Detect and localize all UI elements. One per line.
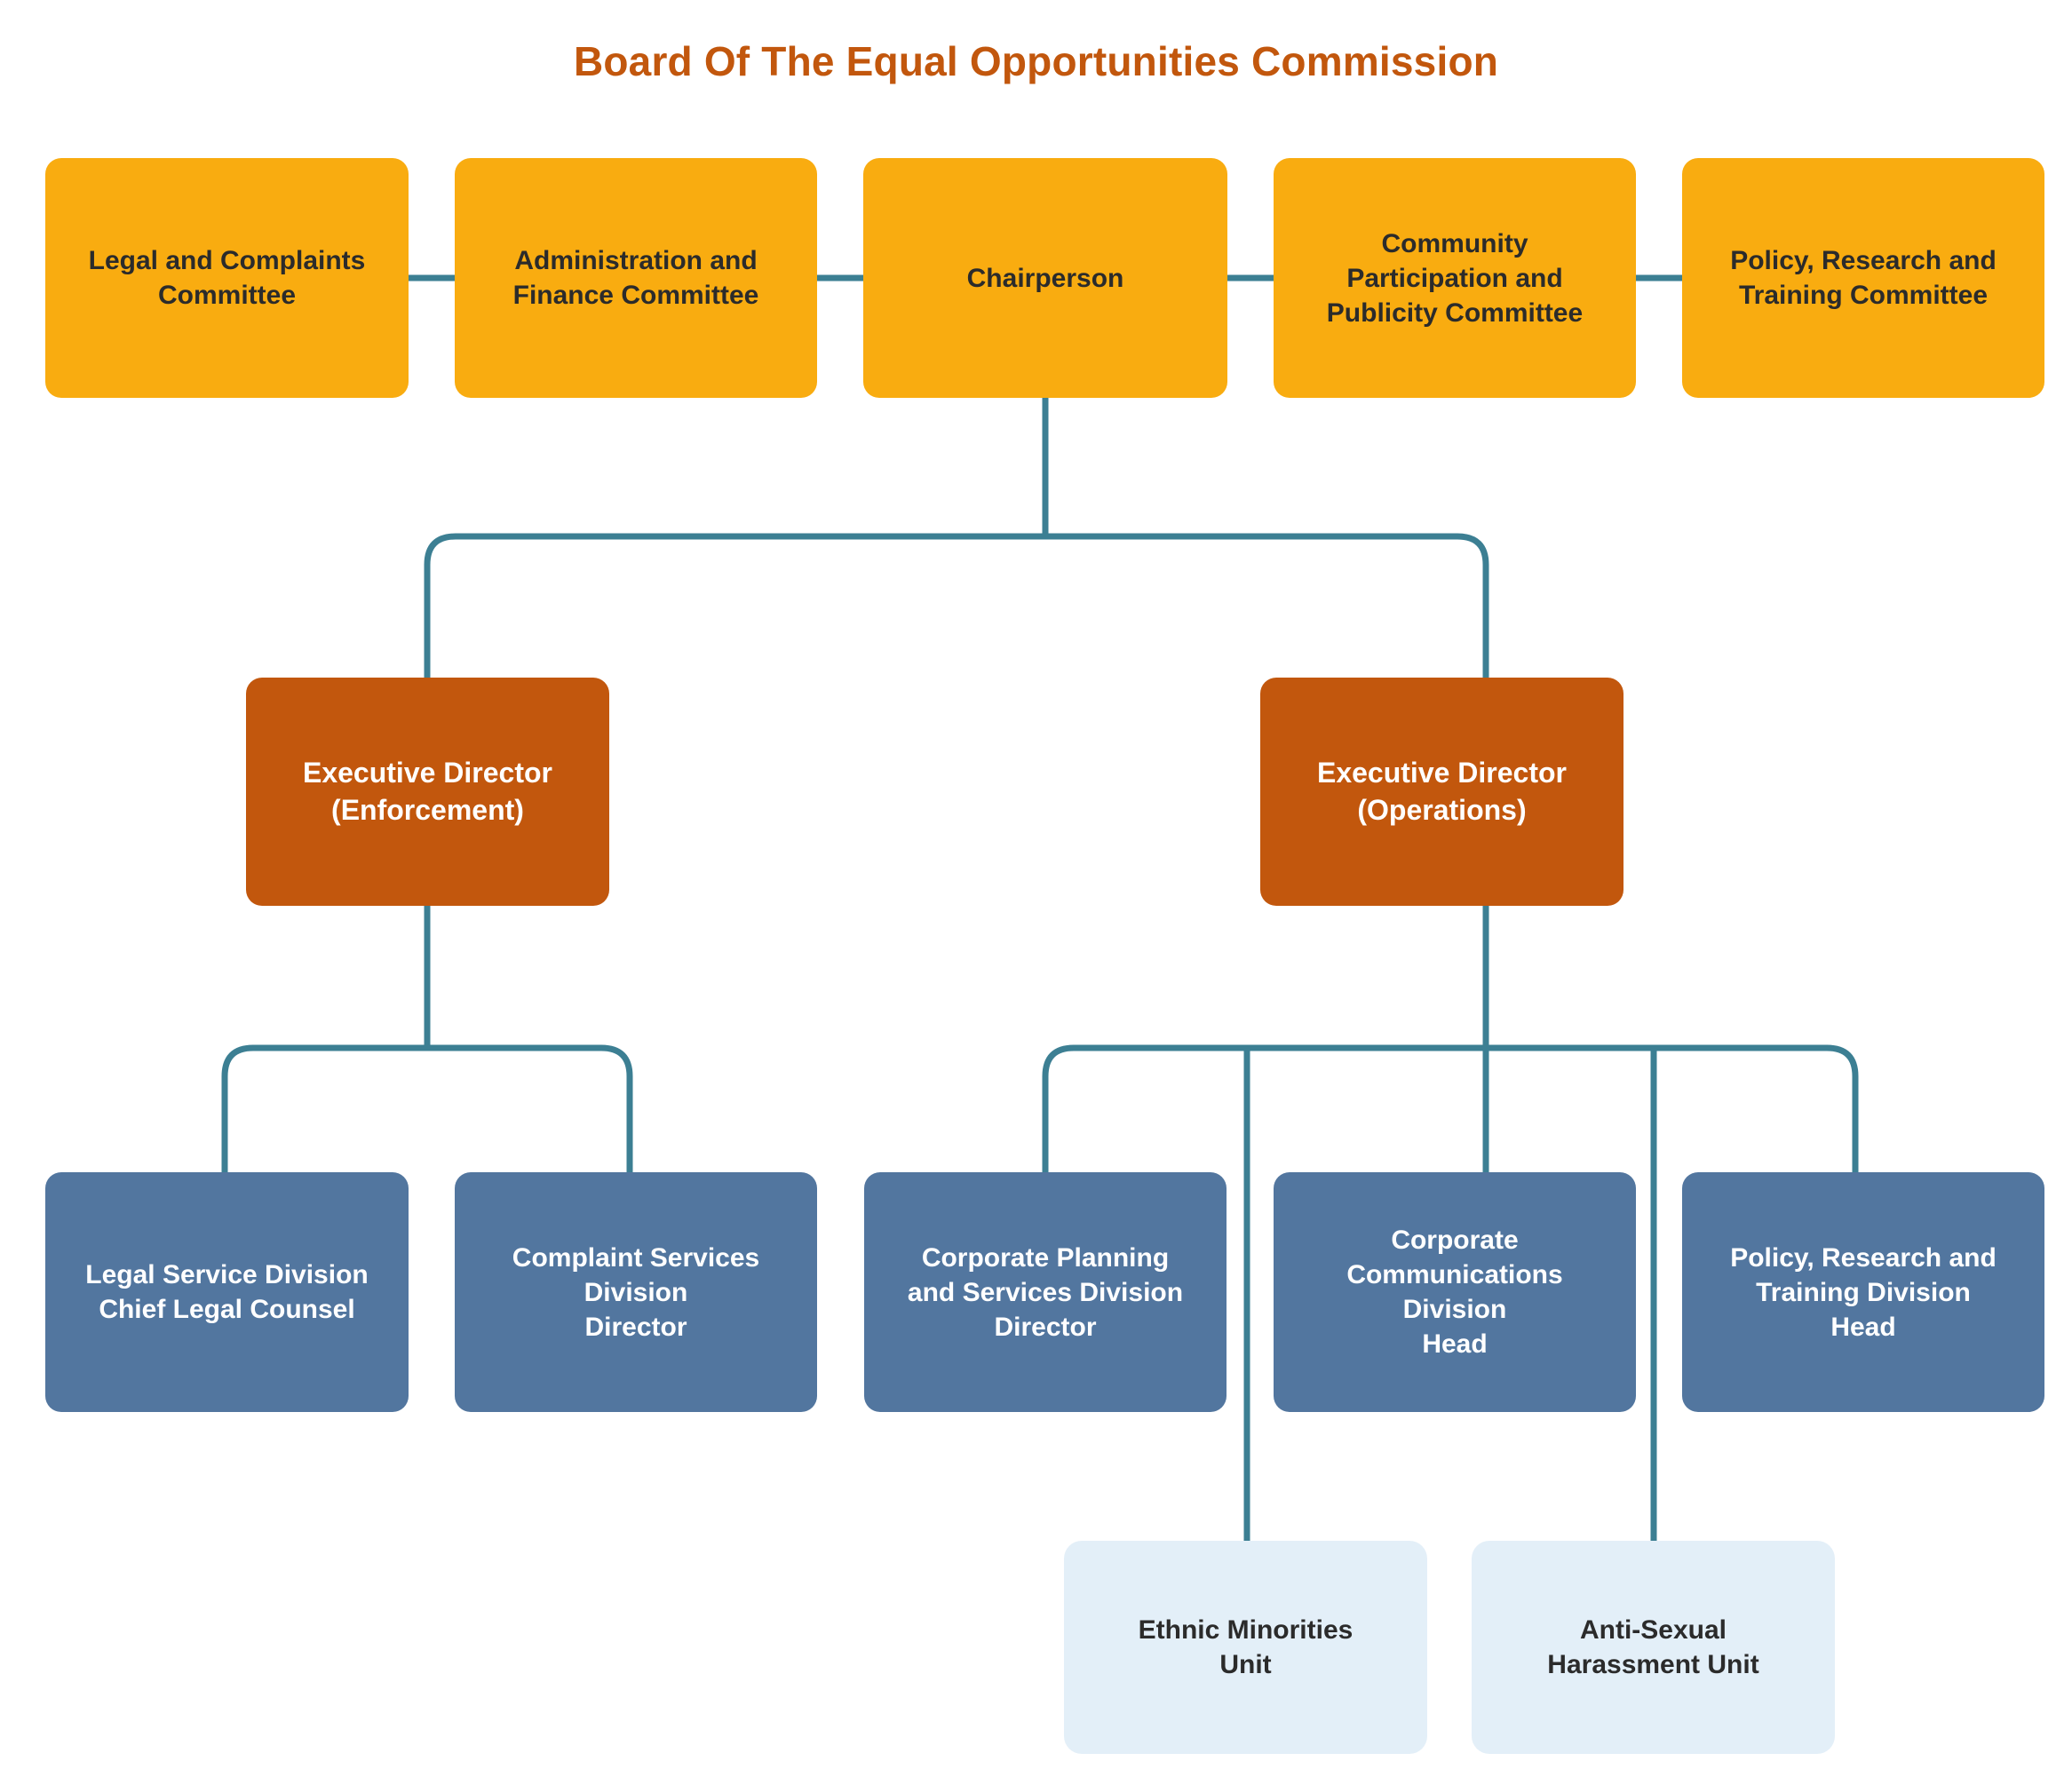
node-chairperson[interactable]: Chairperson — [863, 158, 1227, 398]
node-legal-service-division[interactable]: Legal Service Division Chief Legal Couns… — [45, 1172, 409, 1412]
node-label: Policy, Research and Training Division H… — [1730, 1242, 1997, 1342]
node-policy-research-training-committee[interactable]: Policy, Research and Training Committee — [1682, 158, 2044, 398]
node-label: Community Participation and Publicity Co… — [1326, 228, 1584, 328]
node-label: Complaint Services Division Director — [512, 1242, 760, 1342]
node-corporate-planning-services-division[interactable]: Corporate Planning and Services Division… — [864, 1172, 1227, 1412]
node-complaint-services-division[interactable]: Complaint Services Division Director — [455, 1172, 817, 1412]
node-anti-sexual-harassment-unit[interactable]: Anti-Sexual Harassment Unit — [1472, 1541, 1835, 1754]
node-ethnic-minorities-unit[interactable]: Ethnic Minorities Unit — [1064, 1541, 1427, 1754]
node-policy-research-training-division[interactable]: Policy, Research and Training Division H… — [1682, 1172, 2044, 1412]
node-label: Legal Service Division Chief Legal Couns… — [85, 1260, 369, 1324]
node-label: Executive Director (Enforcement) — [302, 756, 552, 826]
bus-enforcement-to-divisions — [221, 1044, 633, 1172]
node-label: Administration and Finance Committee — [512, 246, 759, 310]
node-executive-director-operations[interactable]: Executive Director (Operations) — [1260, 678, 1623, 906]
page-title: Board Of The Equal Opportunities Commiss… — [573, 38, 1499, 84]
node-label: Anti-Sexual Harassment Unit — [1547, 1615, 1759, 1679]
node-label: Legal and Complaints Committee — [88, 246, 366, 310]
node-label: Corporate Communications Division Head — [1346, 1226, 1563, 1359]
node-label: Executive Director (Operations) — [1316, 756, 1567, 826]
bus-operations-to-divisions — [1042, 1044, 1859, 1172]
node-label: Ethnic Minorities Unit — [1138, 1615, 1354, 1679]
node-label: Policy, Research and Training Committee — [1730, 246, 1997, 310]
node-executive-director-enforcement[interactable]: Executive Director (Enforcement) — [246, 678, 609, 906]
node-label: Chairperson — [966, 263, 1124, 293]
node-community-participation-publicity-committee[interactable]: Community Participation and Publicity Co… — [1274, 158, 1636, 398]
node-legal-complaints-committee[interactable]: Legal and Complaints Committee — [45, 158, 409, 398]
node-administration-finance-committee[interactable]: Administration and Finance Committee — [455, 158, 817, 398]
node-label: Corporate Planning and Services Division… — [907, 1242, 1184, 1342]
node-corporate-communications-division[interactable]: Corporate Communications Division Head — [1274, 1172, 1636, 1412]
